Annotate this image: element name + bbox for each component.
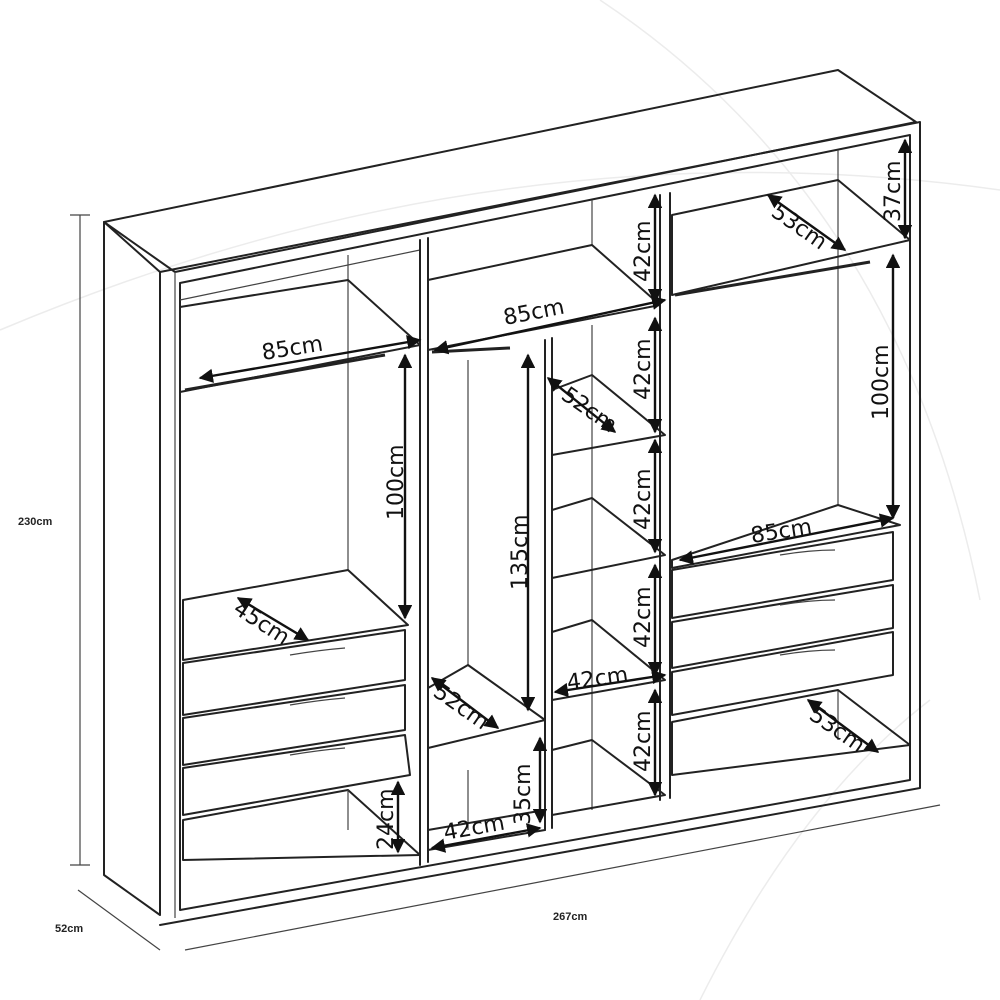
left-compartment <box>179 237 429 866</box>
label-right-top-height: 37cm <box>881 160 906 222</box>
label-right-hanging-height: 100cm <box>869 344 894 420</box>
label-overall-width: 267cm <box>553 911 587 923</box>
label-right-top-depth: 53cm <box>767 199 832 255</box>
label-middle-hanging-height: 135cm <box>508 514 533 590</box>
label-middle-shelf-depth: 52cm <box>429 679 494 735</box>
label-middle-top-height: 42cm <box>631 220 656 282</box>
label-shelf-col-h4: 42cm <box>631 710 656 772</box>
label-middle-lower-width: 42cm <box>442 811 507 846</box>
label-shelf-col-width: 42cm <box>565 663 629 696</box>
label-shelf-col-h1: 42cm <box>631 338 656 400</box>
right-compartment <box>671 150 911 776</box>
label-overall-depth: 52cm <box>55 923 83 935</box>
label-left-hanging-height: 100cm <box>384 444 409 520</box>
label-shelf-col-h2: 42cm <box>631 468 656 530</box>
label-left-shelf-depth: 45cm <box>229 596 294 650</box>
label-middle-lower-height: 35cm <box>511 763 536 825</box>
label-left-bottom-gap: 24cm <box>374 788 399 850</box>
label-shelf-col-h3: 42cm <box>631 586 656 648</box>
overall-dimension-lines <box>70 214 941 951</box>
overall-labels: 230cm 52cm 267cm <box>18 516 587 935</box>
label-overall-height: 230cm <box>18 516 52 528</box>
label-left-rail-width: 85cm <box>260 332 325 366</box>
label-right-bottom-depth: 53cm <box>805 702 870 758</box>
dimension-arrows <box>198 138 913 854</box>
